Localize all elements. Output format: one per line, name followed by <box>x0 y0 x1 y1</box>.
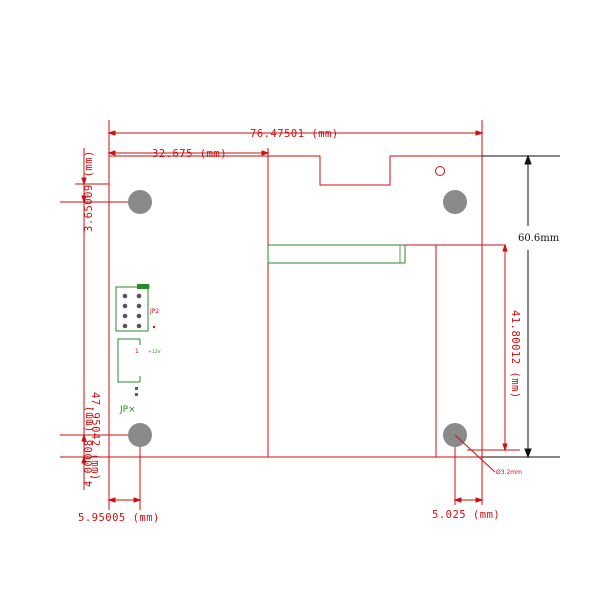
dim-right-hole-spacing <box>467 243 520 452</box>
edge-connector <box>267 244 406 264</box>
dim-top-hole-offset-label: 3.65009 (mm) <box>83 150 95 232</box>
dim-hole-diameter-label: Ø3.2mm <box>496 469 522 476</box>
fiducial-hole <box>435 166 445 176</box>
dim-bottom-hole-offset-label: 4.00008 (mm) <box>83 405 95 487</box>
dim-left-width-label: 32.675 (mm) <box>152 148 227 160</box>
dim-left-hole-x-label: 5.95005 (mm) <box>78 512 160 524</box>
pad-marker-2 <box>135 393 138 396</box>
dim-left-hole-spacing-label: 47.95042 (mm) <box>89 392 101 481</box>
header-label: CN05 <box>138 284 150 290</box>
mounting-holes <box>128 166 467 447</box>
dim-left-hole-x <box>107 447 142 510</box>
pin-header <box>115 284 149 332</box>
jp2-label: JP2 <box>149 308 159 315</box>
pad-marker-1 <box>135 387 138 390</box>
dim-left-width <box>107 148 270 156</box>
pin-one-mark: 1 <box>135 348 139 355</box>
jp-label: JP× <box>119 405 136 415</box>
dim-total-height-label: 60.6mm <box>518 233 560 244</box>
dim-right-hole-spacing-label: 41.80012 (mm) <box>509 310 521 399</box>
dim-left-vertical <box>60 148 128 490</box>
dim-total-height <box>482 154 560 459</box>
mounting-hole-top-right <box>443 190 467 214</box>
dim-right-hole-x-label: 5.025 (mm) <box>432 509 500 521</box>
dim-right-hole-x <box>453 434 496 505</box>
small-connector <box>117 338 141 383</box>
mounting-hole-bottom-left <box>128 423 152 447</box>
dim-total-width-label: 76.47501 (mm) <box>250 128 339 140</box>
board-interior-lines <box>267 156 505 457</box>
voltage-label: +12V <box>148 349 161 355</box>
mounting-hole-top-left <box>128 190 152 214</box>
dim-total-width <box>107 120 484 156</box>
board-outline <box>108 155 483 458</box>
jp2-pin1-dot <box>152 325 156 329</box>
